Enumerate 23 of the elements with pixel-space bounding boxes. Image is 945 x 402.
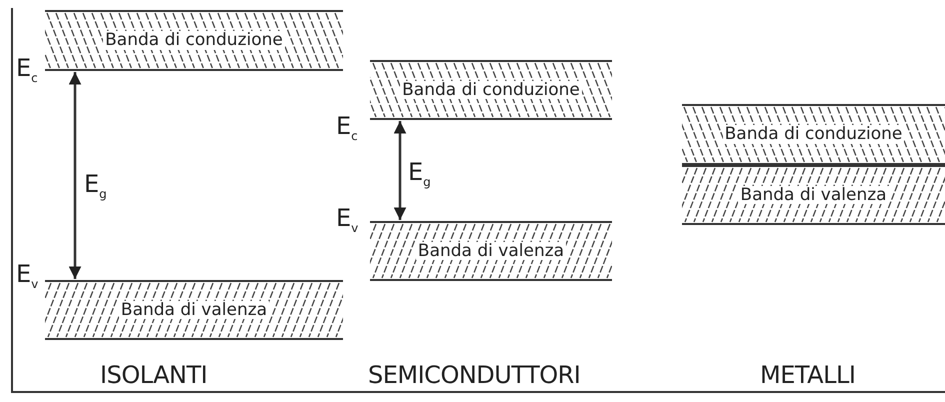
band-label: Banda di conduzione — [400, 80, 582, 100]
band-label: Banda di conduzione — [722, 125, 904, 144]
energy-label: E$_{c}$ — [16, 56, 38, 84]
energy-band — [45, 10, 343, 71]
energy-band — [45, 280, 343, 340]
energy-label: E$_{c}$ — [336, 114, 358, 142]
material-class-label: SEMICONDUTTORI — [368, 363, 580, 387]
energy-label: E$_{g}$ — [84, 172, 107, 200]
energy-band — [370, 60, 612, 120]
band-label: Banda di valenza — [416, 242, 566, 260]
material-class-label: METALLI — [760, 363, 856, 387]
double-arrow — [394, 121, 406, 220]
energy-label: E$_{g}$ — [408, 160, 431, 188]
energy-band — [682, 104, 945, 165]
energy-label: E$_{v}$ — [16, 262, 38, 290]
energy-band — [682, 165, 945, 225]
material-class-label: ISOLANTI — [100, 363, 208, 387]
energy-label: E$_{v}$ — [336, 206, 358, 234]
band-label: Banda di valenza — [738, 186, 889, 204]
band-label: Banda di conduzione — [103, 31, 285, 50]
band-label: Banda di valenza — [118, 300, 270, 320]
energy-band — [370, 221, 612, 281]
double-arrow — [68, 72, 82, 279]
